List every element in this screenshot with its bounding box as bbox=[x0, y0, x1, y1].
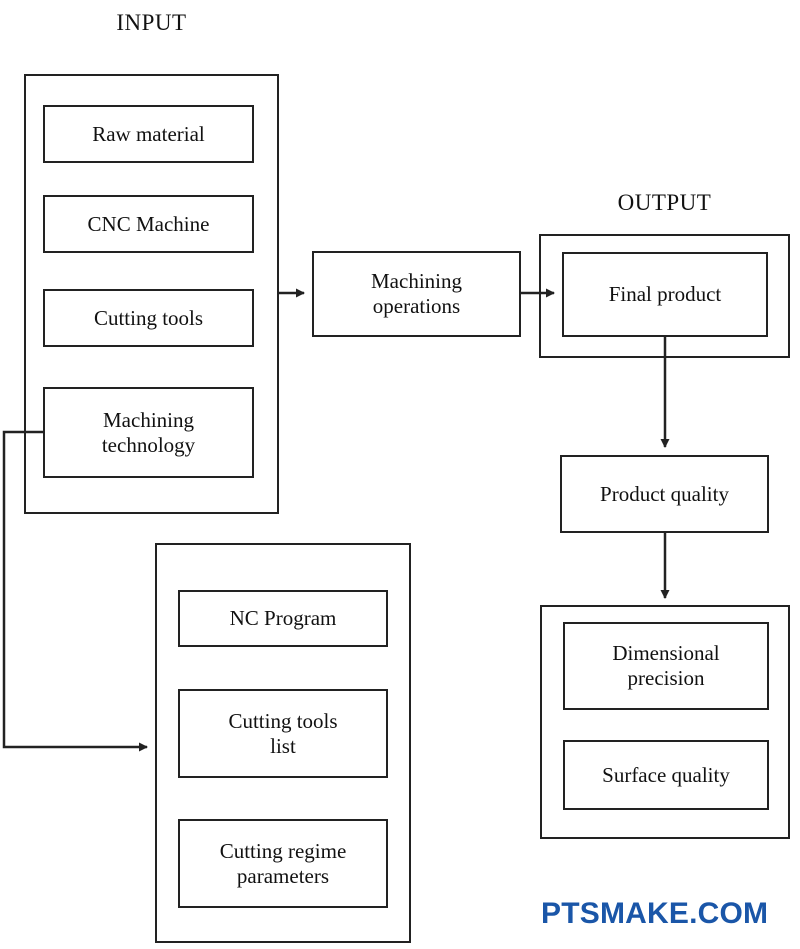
group-label-output: OUTPUT bbox=[617, 190, 712, 215]
node-dimensional-precision[interactable]: Dimensional precision bbox=[563, 622, 769, 710]
group-output bbox=[539, 234, 790, 358]
node-cutting-regime-parameters[interactable]: Cutting regime parameters bbox=[178, 819, 388, 908]
node-raw-material[interactable]: Raw material bbox=[43, 105, 254, 163]
node-product-quality[interactable]: Product quality bbox=[560, 455, 769, 533]
node-machining-operations[interactable]: Machining operations bbox=[312, 251, 521, 337]
group-input bbox=[24, 74, 279, 514]
node-nc-program[interactable]: NC Program bbox=[178, 590, 388, 647]
group-nc-documents bbox=[155, 543, 411, 943]
node-cutting-tools-list[interactable]: Cutting tools list bbox=[178, 689, 388, 778]
node-cutting-tools[interactable]: Cutting tools bbox=[43, 289, 254, 347]
node-machining-technology[interactable]: Machining technology bbox=[43, 387, 254, 478]
node-final-product[interactable]: Final product bbox=[562, 252, 768, 337]
node-surface-quality[interactable]: Surface quality bbox=[563, 740, 769, 810]
group-quality-criteria bbox=[540, 605, 790, 839]
watermark-pts-make: PTSMAKE.COM bbox=[541, 897, 769, 930]
group-label-input: INPUT bbox=[116, 10, 187, 35]
node-cnc-machine[interactable]: CNC Machine bbox=[43, 195, 254, 253]
